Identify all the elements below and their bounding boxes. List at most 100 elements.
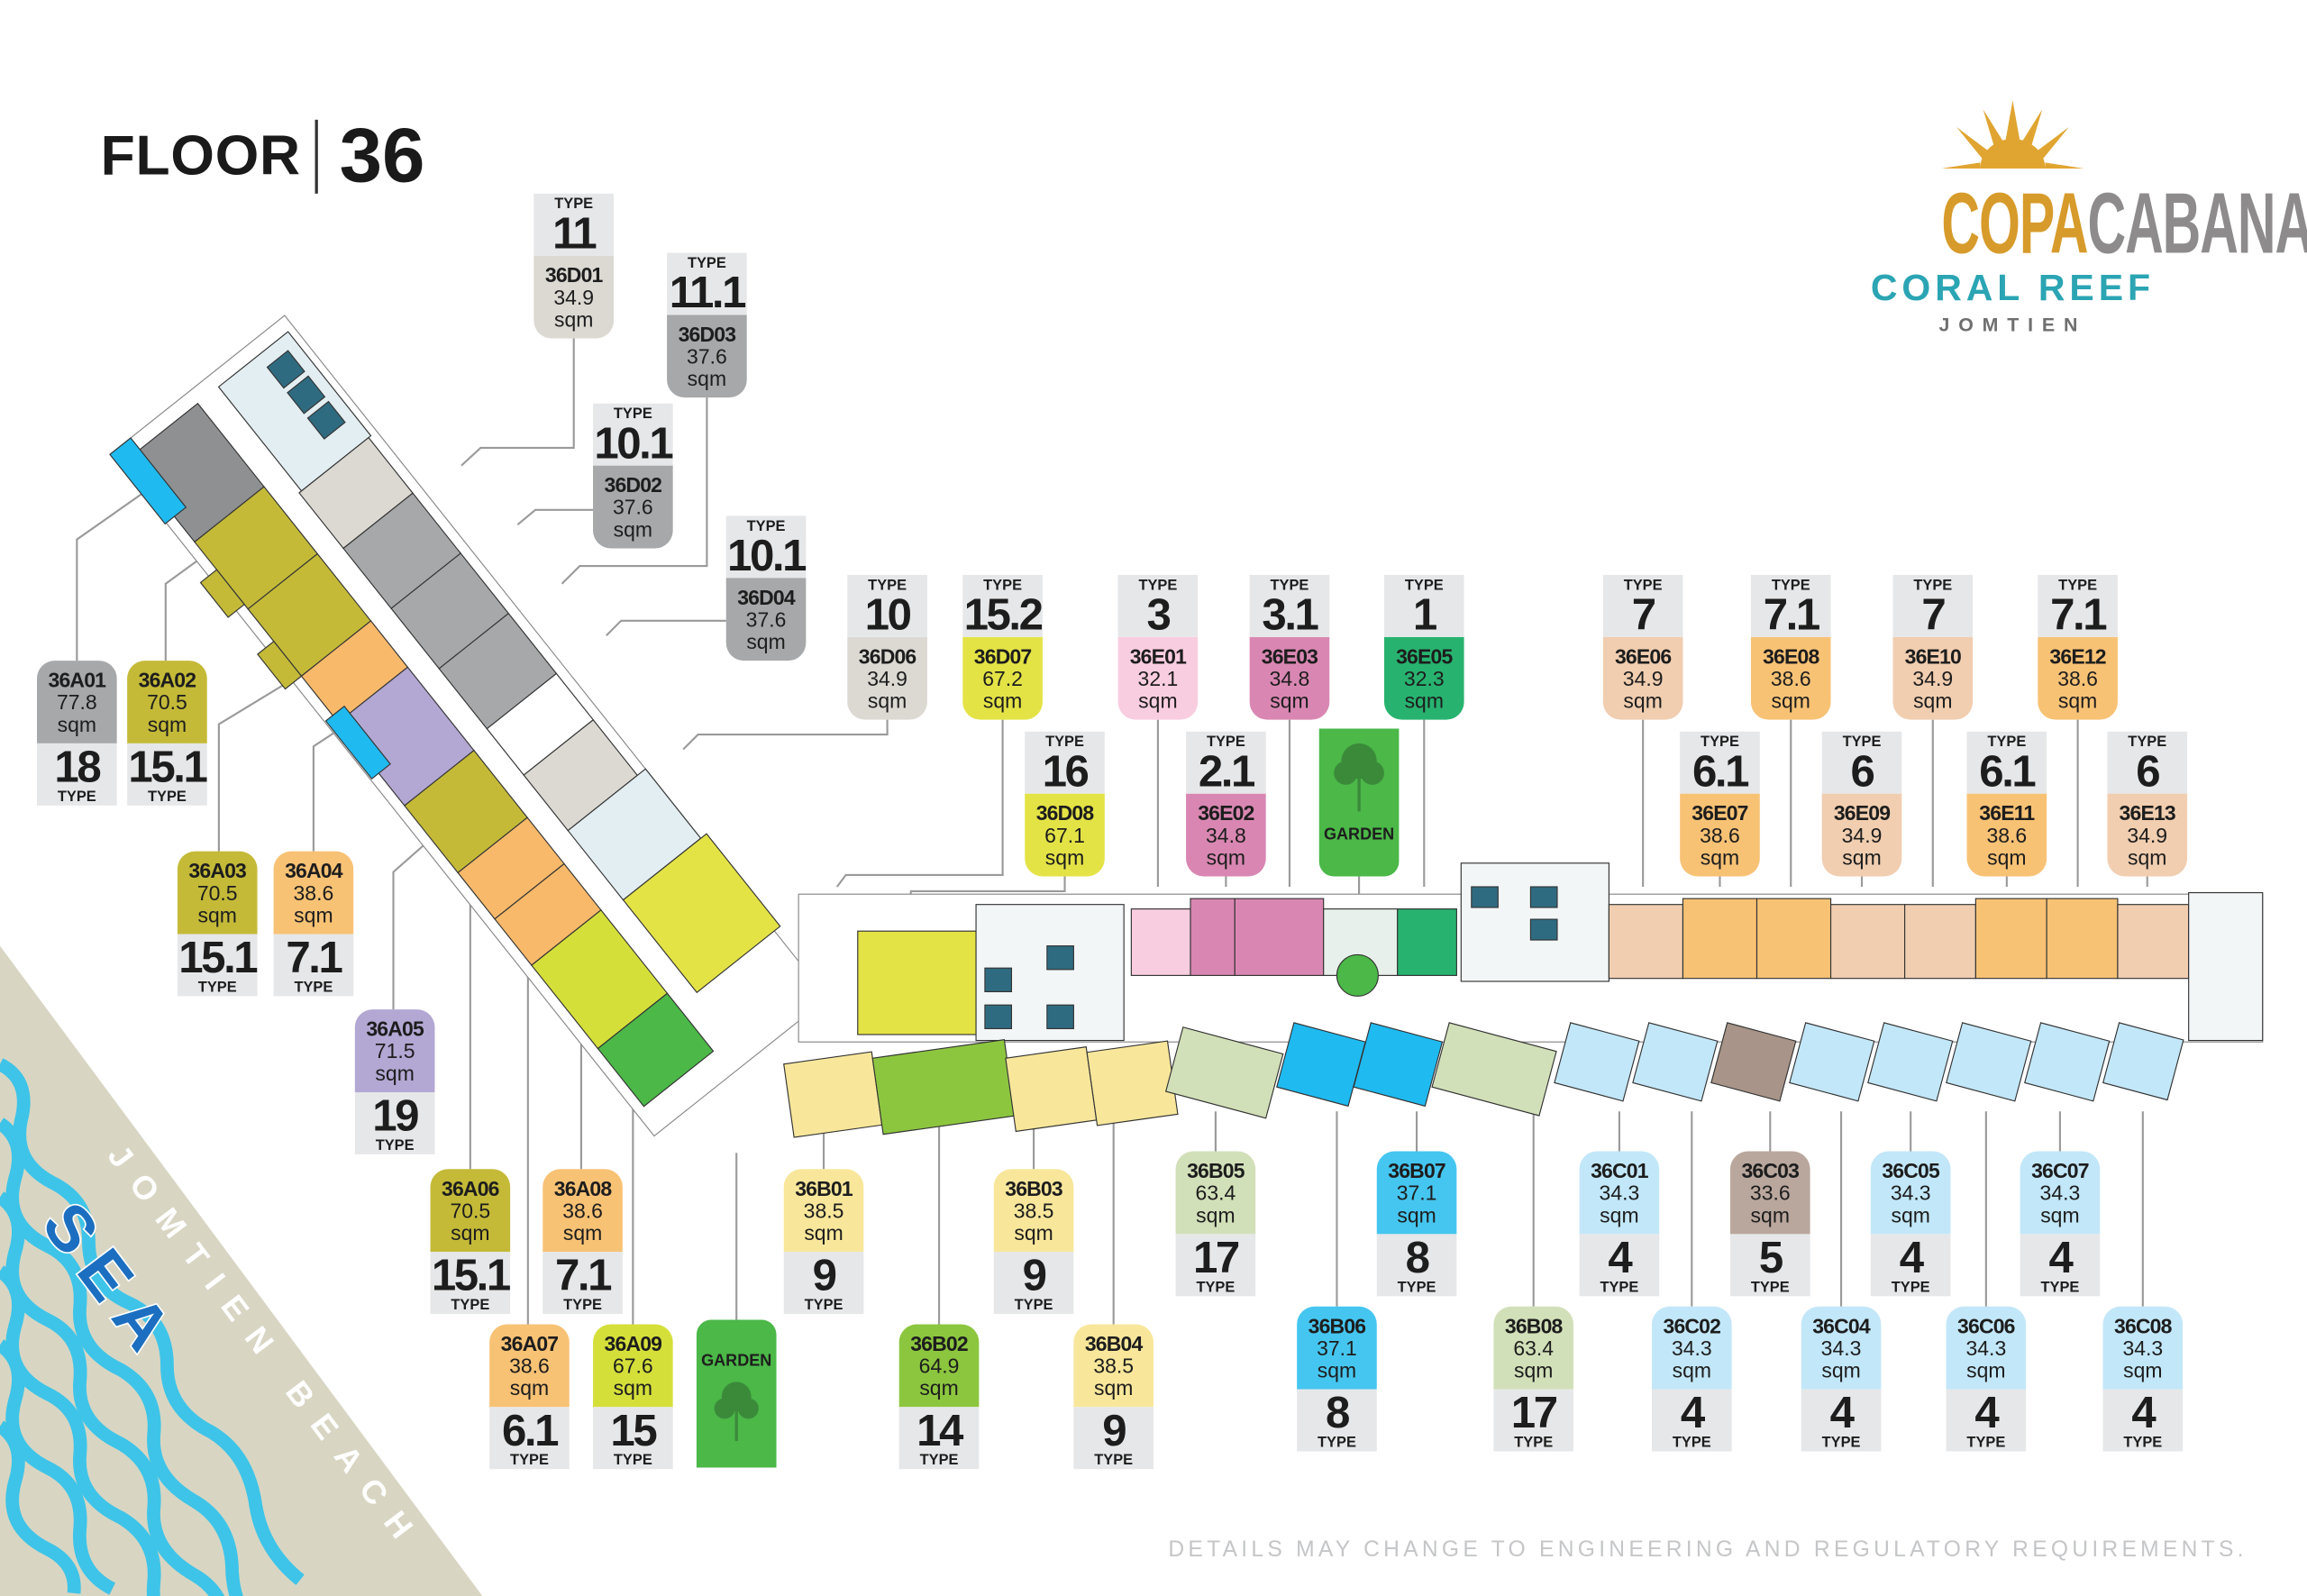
area-unit: sqm (1891, 1202, 1930, 1227)
unit-number: 36C04 (1812, 1313, 1870, 1338)
area-unit: sqm (1672, 1358, 1711, 1382)
type-caption: TYPE (919, 1453, 959, 1470)
unit-area: 64.9 (918, 1354, 960, 1378)
unit-area: 34.9 (1622, 666, 1664, 690)
area-unit: sqm (1206, 845, 1246, 870)
unit-number: 36C03 (1741, 1158, 1800, 1182)
unit-number: 36C06 (1957, 1313, 2015, 1338)
unit-number: 36A08 (553, 1176, 612, 1200)
type-caption: TYPE (804, 1297, 843, 1314)
type-caption: TYPE (1701, 734, 1739, 752)
unit-number: 36E12 (2049, 644, 2106, 669)
unit-area: 63.4 (1513, 1336, 1555, 1360)
unit-area: 38.5 (1013, 1199, 1054, 1223)
unit-area: 34.9 (1841, 823, 1883, 847)
type-caption: TYPE (868, 578, 907, 595)
leader-line (561, 397, 708, 585)
unit-36E07 (1682, 898, 1758, 980)
unit-type-number: 4 (1829, 1389, 1855, 1438)
unit-number: 36A01 (48, 668, 106, 692)
area-unit: sqm (375, 1061, 415, 1085)
unit-type-number: 10.1 (727, 532, 807, 581)
leader-line (682, 719, 889, 751)
area-unit: sqm (1913, 689, 1953, 713)
unit-number: 36B06 (1308, 1313, 1366, 1338)
unit-36E02 (1190, 898, 1236, 976)
garden-label-text: GARDEN (701, 1352, 772, 1371)
unit-area: 70.5 (450, 1199, 491, 1223)
unit-area: 38.6 (293, 880, 334, 905)
unit-36C01 (1554, 1022, 1640, 1102)
area-unit: sqm (2057, 689, 2098, 713)
area-unit: sqm (687, 366, 727, 390)
area-unit: sqm (1196, 1202, 1236, 1227)
type-caption: TYPE (1623, 578, 1663, 595)
unit-36C08 (2102, 1022, 2184, 1101)
type-caption: TYPE (1138, 578, 1178, 595)
unit-type-number: 7.1 (2050, 591, 2108, 641)
unit-area: 34.3 (1671, 1336, 1712, 1360)
unit-number: 36E11 (1979, 800, 2035, 825)
unit-36B05 (1164, 1026, 1284, 1119)
unit-area: 77.8 (56, 689, 97, 715)
unit-36E05 (1397, 908, 1457, 976)
unit-36E11 (1974, 898, 2047, 980)
unit-type-number: 3.1 (1262, 591, 1319, 641)
type-caption: TYPE (375, 1137, 415, 1154)
unit-number: 36E02 (1198, 800, 1254, 825)
unit-area: 34.3 (2039, 1181, 2081, 1205)
unit-number: 36E01 (1129, 644, 1187, 669)
unit-number: 36E06 (1614, 644, 1672, 669)
unit-number: 36E03 (1261, 644, 1318, 669)
unit-area: 38.6 (562, 1199, 603, 1223)
unit-type-number: 4 (1974, 1389, 1999, 1438)
unit-type-number: 9 (1022, 1252, 1047, 1301)
type-caption: TYPE (1514, 1435, 1554, 1452)
area-unit: sqm (1600, 1202, 1639, 1227)
unit-area: 37.1 (1396, 1181, 1437, 1205)
pool-36A01 (109, 437, 187, 525)
area-unit: sqm (553, 307, 594, 332)
garden-label-east: GARDEN (1318, 728, 1400, 877)
unit-number: 36B04 (1084, 1331, 1143, 1355)
tree-icon (714, 1382, 759, 1441)
type-caption: TYPE (294, 980, 333, 997)
type-caption: TYPE (1404, 578, 1444, 595)
leader-line (606, 619, 726, 636)
unit-number: 36B08 (1504, 1313, 1563, 1338)
unit-area: 34.9 (2127, 823, 2168, 847)
unit-type-number: 2.1 (1198, 747, 1256, 797)
